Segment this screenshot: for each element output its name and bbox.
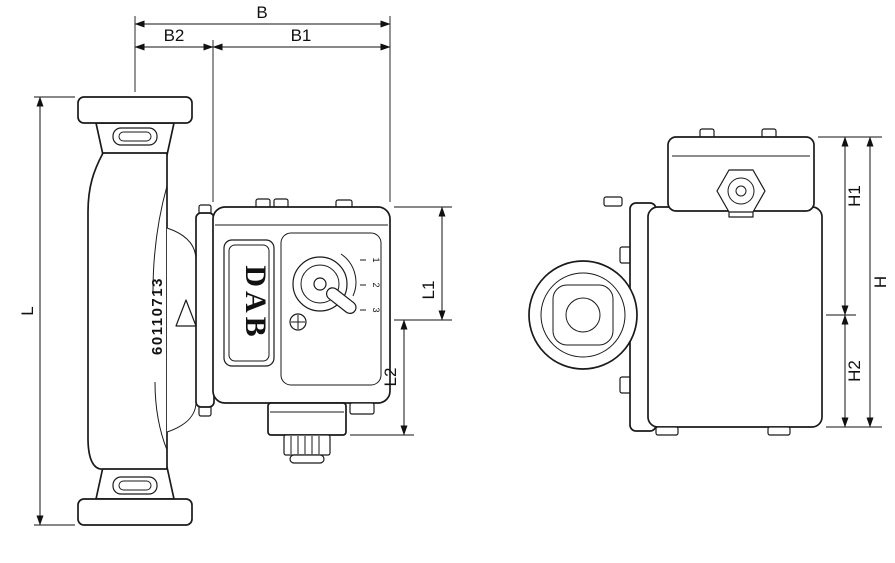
control-face-panel <box>280 232 382 386</box>
connection-box <box>267 402 347 436</box>
volute-fill <box>167 228 196 432</box>
motor-foot <box>349 402 375 415</box>
name-plate-inner <box>228 244 270 362</box>
hex-gland-hole <box>735 185 747 197</box>
flow-direction-arrow-icon <box>175 299 197 327</box>
speed-knob-lever[interactable] <box>324 285 358 315</box>
top-boss <box>112 127 158 146</box>
pump-housing-side <box>647 206 823 428</box>
dim-L1-L2-group: L1 L2 <box>350 206 452 436</box>
speed-knob-ring <box>300 264 340 304</box>
dim-label-L: L <box>18 306 37 315</box>
dim-H-group: H1 H2 H <box>818 136 890 428</box>
speed-mark-2: 2 <box>371 282 381 287</box>
housing-foot-right <box>767 426 791 436</box>
bleed-tab <box>603 196 623 207</box>
volute-lower-curve <box>166 401 197 433</box>
motor-can-square <box>552 284 614 346</box>
dim-L-group: L <box>18 96 75 526</box>
dim-label-L2: L2 <box>381 368 400 387</box>
knob-rotation-arc <box>340 253 357 297</box>
dim-label-H1: H1 <box>845 185 864 207</box>
dim-label-B1: B1 <box>291 26 312 45</box>
brand-logo: DAB <box>239 265 272 340</box>
dim-label-L1: L1 <box>419 281 438 300</box>
name-plate-outer <box>223 239 275 367</box>
speed-knob-center <box>313 277 327 291</box>
top-boss-slot <box>118 131 152 142</box>
motor-can-ring <box>540 272 626 358</box>
speed-mark-1: 1 <box>371 257 381 262</box>
cable-gland-cap <box>289 454 325 464</box>
speed-mark-3: 3 <box>371 307 381 312</box>
side-view <box>528 128 823 436</box>
dim-label-B: B <box>256 3 267 22</box>
housing-foot-left <box>655 426 679 436</box>
hex-gland-ring <box>727 177 755 205</box>
hex-cable-gland <box>716 169 766 213</box>
waterway-upper-curve <box>152 185 168 293</box>
mount-flange <box>195 212 215 408</box>
motor-can-outer <box>528 260 638 370</box>
bottom-flange <box>77 498 193 526</box>
dimensions: B B2 B1 L L1 L2 H1 <box>18 3 890 526</box>
serial-number: 60110713 <box>149 277 166 355</box>
bottom-boss-slot <box>118 480 152 491</box>
speed-scale: 1 2 3 <box>360 257 381 313</box>
front-view: 60110713 DAB 1 2 3 <box>77 96 391 526</box>
waterway-lower-curve <box>154 381 168 451</box>
dim-label-H2: H2 <box>845 360 864 382</box>
bottom-boss <box>112 476 158 495</box>
motor-can-hub <box>565 297 601 333</box>
pump-pipe-body <box>87 152 168 470</box>
cable-gland-ribs <box>290 436 320 454</box>
dim-label-H: H <box>871 276 890 288</box>
dim-label-B2: B2 <box>164 26 185 45</box>
top-flange <box>77 96 193 124</box>
dim-B-group: B B2 B1 <box>134 3 391 202</box>
